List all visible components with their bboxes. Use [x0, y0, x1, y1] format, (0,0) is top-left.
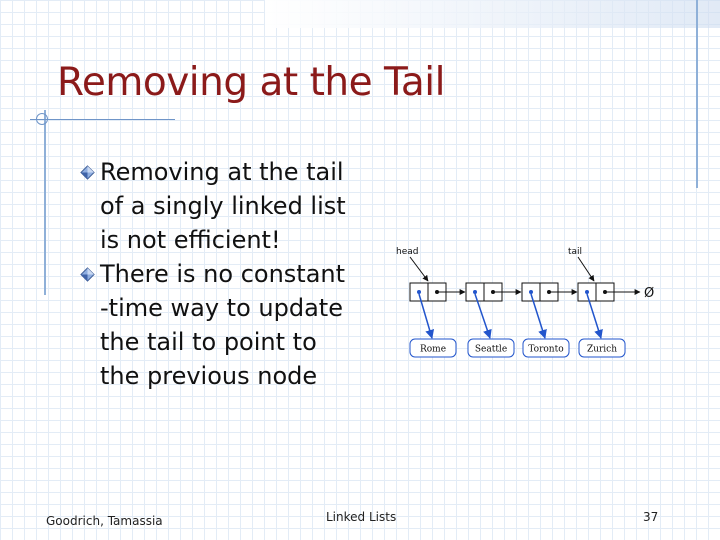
element-pointer-arrow: [418, 293, 435, 339]
title-crosshair-icon: [36, 113, 48, 125]
diamond-bullet-icon: [80, 267, 95, 282]
element-label: Seattle: [475, 345, 507, 355]
bullet-list: Removing at the tail of a singly linked …: [80, 155, 380, 393]
element-pointer-arrow: [530, 293, 547, 339]
footer-topic: Linked Lists: [326, 510, 397, 524]
right-decorative-rule: [696, 0, 698, 188]
head-pointer-arrow: [409, 256, 429, 282]
footer-authors: Goodrich, Tamassia: [46, 514, 163, 528]
element-label: Rome: [420, 345, 446, 355]
head-label: head: [396, 247, 418, 257]
element-box: Toronto: [522, 338, 570, 358]
element-pointer-arrow: [474, 293, 492, 339]
null-symbol: Ø: [644, 286, 654, 301]
slide-title: Removing at the Tail: [57, 60, 445, 105]
bullet-item: There is no constant -time way to update…: [80, 257, 380, 393]
top-decorative-band: [265, 0, 720, 28]
element-box: Zurich: [578, 338, 626, 358]
diamond-bullet-icon: [80, 165, 95, 180]
element-pointer-arrow: [586, 293, 603, 339]
tail-label: tail: [568, 247, 582, 257]
linked-list-diagram: head tail Ø Rome Seattle: [396, 247, 654, 358]
tail-pointer-arrow: [577, 256, 595, 282]
element-box: Seattle: [467, 338, 515, 358]
element-box: Rome: [409, 338, 457, 358]
element-label: Toronto: [528, 345, 563, 355]
bullet-text: There is no constant -time way to update…: [100, 260, 346, 390]
page-number: 37: [643, 510, 659, 524]
bullet-text: Removing at the tail of a singly linked …: [100, 158, 346, 254]
list-node: [521, 282, 559, 302]
bullet-item: Removing at the tail of a singly linked …: [80, 155, 380, 257]
title-underline-rule: [30, 119, 175, 120]
element-label: Zurich: [587, 345, 617, 355]
left-decorative-rule: [44, 110, 46, 295]
